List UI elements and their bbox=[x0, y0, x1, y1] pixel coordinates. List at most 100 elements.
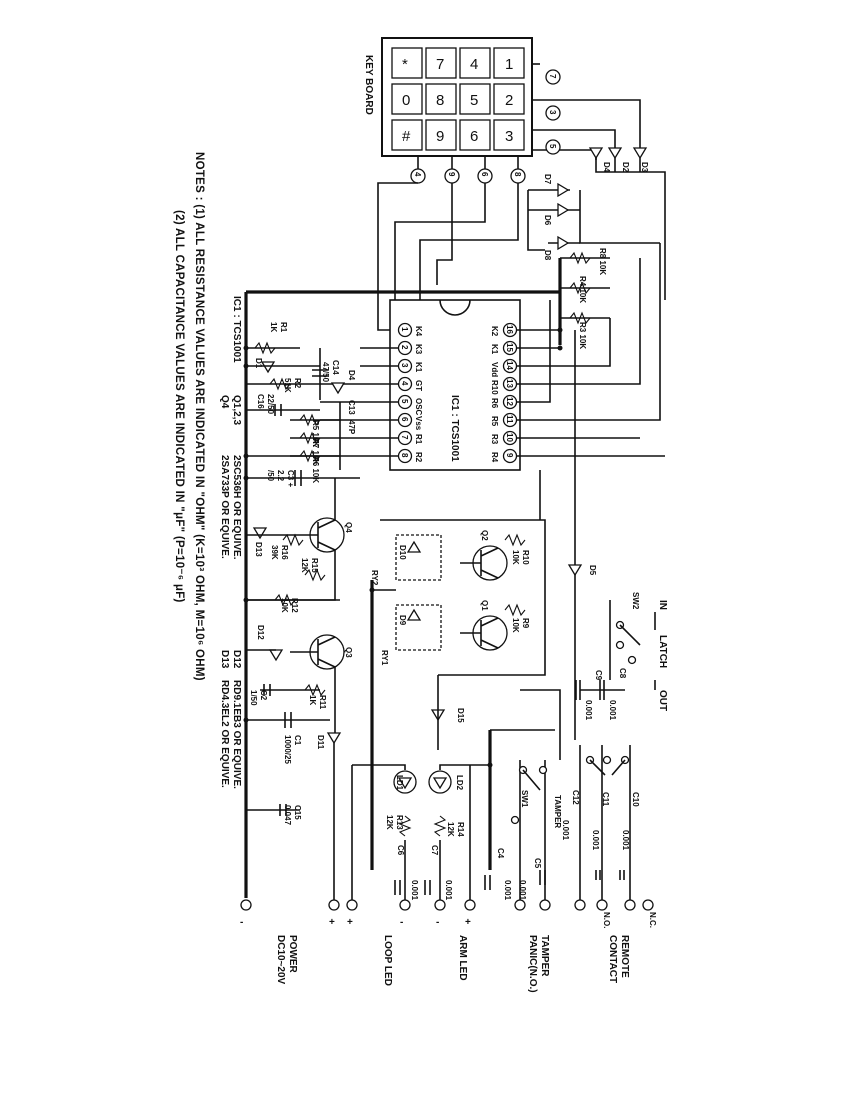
pin-name: GT bbox=[414, 380, 423, 391]
terminal-remote-1[interactable] bbox=[574, 899, 586, 911]
key-label: 7 bbox=[436, 56, 444, 73]
c2-label: C2 bbox=[259, 690, 268, 701]
r1-value: 1K bbox=[269, 322, 278, 332]
keyboard-column-wires: 4 9 6 8 bbox=[377, 156, 526, 331]
d5-d15-group: D5 D15 bbox=[430, 330, 597, 750]
pin-number: 15 bbox=[505, 343, 514, 352]
key-0[interactable] bbox=[391, 83, 423, 115]
notes: NOTES : (1) ALL RESISTANCE VALUES ARE IN… bbox=[173, 152, 205, 681]
circled-number-label: 9 bbox=[447, 172, 456, 177]
c13-label: C13 bbox=[347, 400, 356, 415]
key-3[interactable] bbox=[493, 119, 525, 151]
terminal-loop-plus[interactable] bbox=[346, 899, 358, 911]
r5-label: R5 10K bbox=[311, 420, 320, 447]
key-2[interactable] bbox=[493, 83, 525, 115]
relay-ry1: D9 RY1 bbox=[380, 604, 442, 666]
terminal-arm-plus[interactable] bbox=[464, 899, 476, 911]
c15-group: C15 0.047 bbox=[246, 804, 302, 826]
label-d1: D1 bbox=[254, 358, 263, 369]
power-label: POWER bbox=[287, 935, 298, 974]
pullup-resistors: R8 10K R4 10K R3 10K bbox=[558, 248, 610, 349]
key-8[interactable] bbox=[425, 83, 457, 115]
q2-transistor: Q2 R10 10K bbox=[460, 530, 530, 581]
c11-value: 0.001 bbox=[591, 830, 600, 851]
terminal-remote-no[interactable] bbox=[596, 899, 608, 911]
pin-name: OSC bbox=[414, 398, 423, 416]
terminal-power-plus[interactable] bbox=[328, 899, 340, 911]
r16-label: R16 bbox=[280, 545, 289, 560]
key-1[interactable] bbox=[493, 47, 525, 79]
r7-label: R7 10K bbox=[311, 438, 320, 465]
pin-name: K1 bbox=[490, 344, 499, 355]
label-d8: D8 bbox=[543, 250, 552, 261]
ry1-coil bbox=[395, 604, 442, 651]
c9-value: 0.001 bbox=[584, 700, 593, 721]
diode-d2-symbol bbox=[607, 147, 623, 160]
key-label: 0 bbox=[402, 92, 410, 109]
key-label: 6 bbox=[470, 128, 478, 145]
r16-value: 39K bbox=[270, 545, 279, 560]
terminal-label: - bbox=[400, 917, 403, 928]
key-star[interactable] bbox=[391, 47, 423, 79]
terminal-gnd[interactable] bbox=[240, 899, 252, 911]
c9-label: C9 bbox=[594, 670, 603, 681]
terminal-remote-nc[interactable] bbox=[642, 899, 654, 911]
output-terminals: - + + - - + N.O. N.C. bbox=[240, 899, 657, 928]
key-label: 5 bbox=[470, 92, 478, 109]
r15-value: 12K bbox=[300, 558, 309, 573]
pin-number: 13 bbox=[505, 379, 514, 388]
terminal-remote-2[interactable] bbox=[624, 899, 636, 911]
pin-number: 3 bbox=[400, 363, 409, 368]
r11-label: R11 bbox=[318, 695, 327, 710]
r9-value: 10K bbox=[511, 618, 520, 633]
c8-value: 0.001 bbox=[608, 700, 617, 721]
remote-group-label: REMOTE bbox=[619, 935, 630, 978]
key-4[interactable] bbox=[459, 47, 491, 79]
terminal-tamper-2[interactable] bbox=[539, 899, 551, 911]
relay-lines bbox=[370, 470, 561, 870]
key-hash[interactable] bbox=[391, 119, 423, 151]
latch-section: SW2 IN LATCH OUT C9 0.001 C8 0.001 bbox=[575, 592, 668, 721]
pin-number: 2 bbox=[400, 345, 409, 350]
pin-number: 9 bbox=[505, 453, 514, 458]
output-group-labels: POWER DC10~20V LOOP LED ARM LED TAMPER P… bbox=[275, 935, 630, 993]
c3-group: C3 + 2.2 /50 bbox=[246, 470, 360, 487]
tamper-section: SW1 TAMPER C12 0.001 C5 bbox=[510, 760, 580, 900]
c3-unit: /50 bbox=[266, 470, 275, 482]
c10-value: 0.001 bbox=[621, 830, 630, 851]
r3-label: R3 10K bbox=[578, 322, 587, 349]
c6-value: 0.001 bbox=[410, 880, 419, 901]
circled-number-label: 5 bbox=[548, 144, 557, 149]
parts-d12: D12 bbox=[231, 650, 242, 669]
contact-group-label: CONTACT bbox=[607, 935, 618, 983]
terminal-arm-minus[interactable] bbox=[434, 899, 446, 911]
label-sw1: SW1 bbox=[520, 790, 529, 808]
terminal-tamper-1[interactable] bbox=[514, 899, 526, 911]
parts-table: IC1 : TCS1001 Q1,2,3 2SC536H OR EQUIVE. … bbox=[219, 296, 242, 789]
c6-label: C6 bbox=[396, 845, 405, 856]
circled-number-label: 6 bbox=[480, 172, 489, 177]
r10-value: 10K bbox=[511, 550, 520, 565]
label-d5: D5 bbox=[588, 565, 597, 576]
key-9[interactable] bbox=[425, 119, 457, 151]
key-7[interactable] bbox=[425, 47, 457, 79]
latch-in-label: IN bbox=[657, 600, 668, 610]
parts-d13-value: RD4.3EL2 OR EQUIVE. bbox=[219, 680, 230, 788]
label-q1: Q1 bbox=[480, 600, 489, 611]
terminal-loop-minus[interactable] bbox=[399, 899, 411, 911]
terminal-label: N.O. bbox=[602, 912, 611, 928]
key-5[interactable] bbox=[459, 83, 491, 115]
c11-label: C11 bbox=[601, 792, 610, 807]
label-d6: D6 bbox=[543, 215, 552, 226]
c7-value: 0.001 bbox=[444, 880, 453, 901]
key-6[interactable] bbox=[459, 119, 491, 151]
q4-transistor: Q4 D13 R16 39K R15 12K bbox=[246, 478, 353, 601]
r14-value: 12K bbox=[446, 822, 455, 837]
label-d4b: D4 bbox=[347, 370, 356, 381]
terminal-label: N.C. bbox=[648, 912, 657, 928]
tamper-group-label: TAMPER bbox=[539, 935, 550, 977]
circled-number bbox=[545, 105, 561, 121]
pin-name: R2 bbox=[414, 452, 423, 463]
q1-transistor: Q1 R9 10K bbox=[460, 600, 530, 651]
q3-transistor: Q3 D12 C2 1/50 R11 1K bbox=[246, 625, 353, 740]
